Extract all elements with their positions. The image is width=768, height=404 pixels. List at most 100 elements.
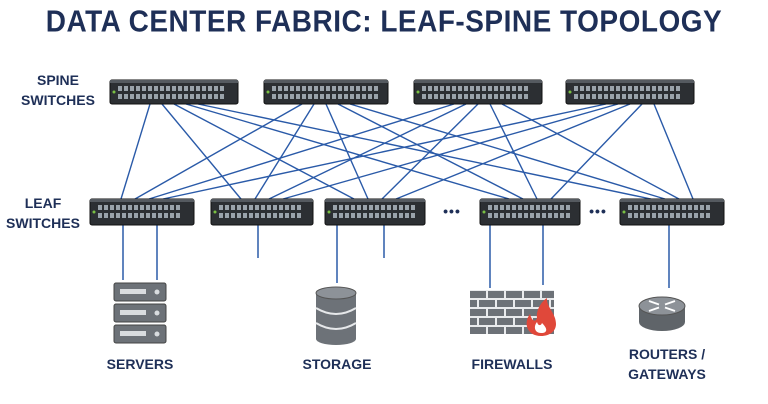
spine-switch-4-port (634, 94, 638, 99)
leaf-switch-1-port (104, 213, 108, 218)
leaf-switch-5-chassis (619, 198, 725, 226)
firewalls-label: FIREWALLS (460, 354, 564, 374)
spine-switch-2-port (356, 94, 360, 99)
spine-switch-2-port (278, 86, 282, 91)
leaf-switch-2-chassis (210, 198, 314, 226)
leaf-switch-4-port (500, 213, 504, 218)
leaf-switch-5-port (664, 213, 668, 218)
leaf-switch-4-port (524, 213, 528, 218)
leaf-switch-2-port (261, 213, 265, 218)
router-icon (638, 296, 686, 331)
leaf-switch-3-port (381, 213, 385, 218)
spine-switch-2 (263, 79, 389, 105)
spine-switch-1-port (214, 94, 218, 99)
spine-switch-4-port (658, 94, 662, 99)
link-spine3-leaf2 (268, 103, 467, 200)
firewall-brick (488, 291, 504, 298)
spine-switch-1-port (118, 86, 122, 91)
leaf-switches (89, 198, 725, 226)
spine-switch-4-port (664, 86, 668, 91)
leaf-switch-3-status-led (327, 210, 331, 214)
leaf-switch-3-port (399, 213, 403, 218)
spine-switch-4-port (604, 94, 608, 99)
firewall-brick (533, 300, 549, 307)
leaf-switch-1-port (116, 205, 120, 210)
spine-switch-3-port (464, 86, 468, 91)
leaf-switch-3-port (393, 205, 397, 210)
spine-switch-1-port (184, 86, 188, 91)
leaf-switch-2-port (237, 205, 241, 210)
leaf-switch-4-port (524, 205, 528, 210)
spine-switch-1 (109, 79, 239, 105)
leaf-switch-3-port (387, 205, 391, 210)
leaf-switch-1-port (122, 205, 126, 210)
leaf-switch-3-port (345, 213, 349, 218)
leaf-switch-4-port (560, 213, 564, 218)
link-spine2-leaf3 (325, 103, 369, 200)
spine-switch-2-port (302, 86, 306, 91)
leaf-switch-4 (479, 198, 581, 226)
spine-switch-2-port (374, 86, 378, 91)
spine-switch-2-port (320, 86, 324, 91)
spine-switch-1-port (154, 94, 158, 99)
server-drive-bay (120, 310, 146, 315)
spine-switch-1-port (184, 94, 188, 99)
spine-switch-1-port (220, 86, 224, 91)
spine-switch-2-port (362, 94, 366, 99)
leaf-switch-5-port (628, 213, 632, 218)
leaf-switch-4-port (506, 213, 510, 218)
spine-switch-3-port (506, 94, 510, 99)
spine-switch-1-port (196, 94, 200, 99)
spine-switch-3-port (452, 94, 456, 99)
spine-switch-3-port (506, 86, 510, 91)
leaf-switch-3-port (345, 205, 349, 210)
leaf-switch-2-port (261, 205, 265, 210)
spine-switch-3-port (512, 94, 516, 99)
spine-switch-2-port (326, 86, 330, 91)
spine-switch-4-port (616, 86, 620, 91)
spine-switch-4-port (646, 94, 650, 99)
spine-switch-1-top-bevel (110, 80, 238, 83)
firewall-brick (497, 318, 513, 325)
leaf-switch-2-port (249, 213, 253, 218)
spine-switch-3-port (476, 86, 480, 91)
spine-switch-4-port (658, 86, 662, 91)
leaf-switch-4-port (518, 205, 522, 210)
spine-switch-4-port (676, 86, 680, 91)
spine-switch-4-port (598, 86, 602, 91)
leaf-switch-2 (210, 198, 314, 226)
leaf-switch-3 (324, 198, 426, 226)
leaf-switch-5-port (688, 205, 692, 210)
spine-switch-3-port (500, 86, 504, 91)
leaf-switch-4-port (536, 205, 540, 210)
spine-switch-2-port (374, 94, 378, 99)
spine-switch-1-port (214, 86, 218, 91)
leaf-switch-5-port (670, 213, 674, 218)
spine-switch-1-port (142, 86, 146, 91)
spine-switch-4-top-bevel (566, 80, 694, 83)
leaf-switch-4-port (488, 205, 492, 210)
spine-switch-4-port (652, 94, 656, 99)
leaf-switch-1-status-led (92, 210, 96, 214)
endpoint-downlinks (122, 225, 670, 288)
firewall-brick (470, 291, 486, 298)
spine-switch-3-port (518, 86, 522, 91)
leaf-switch-3-port (339, 213, 343, 218)
leaf-switch-1-port (146, 205, 150, 210)
leaf-switch-5-status-led (622, 210, 626, 214)
spine-switch-3-port (470, 94, 474, 99)
leaf-switch-4-chassis (479, 198, 581, 226)
leaf-switch-4-port (536, 213, 540, 218)
spine-switch-4-port (598, 94, 602, 99)
spine-switch-2-port (272, 86, 276, 91)
spine-switch-3-port (458, 86, 462, 91)
database-icon (315, 286, 357, 345)
spine-switch-4-port (610, 86, 614, 91)
spine-switch-4-port (670, 94, 674, 99)
spine-switch-1-port (178, 94, 182, 99)
leaf-switch-5 (619, 198, 725, 226)
leaf-switch-1-port (98, 213, 102, 218)
fabric-links (120, 103, 694, 200)
